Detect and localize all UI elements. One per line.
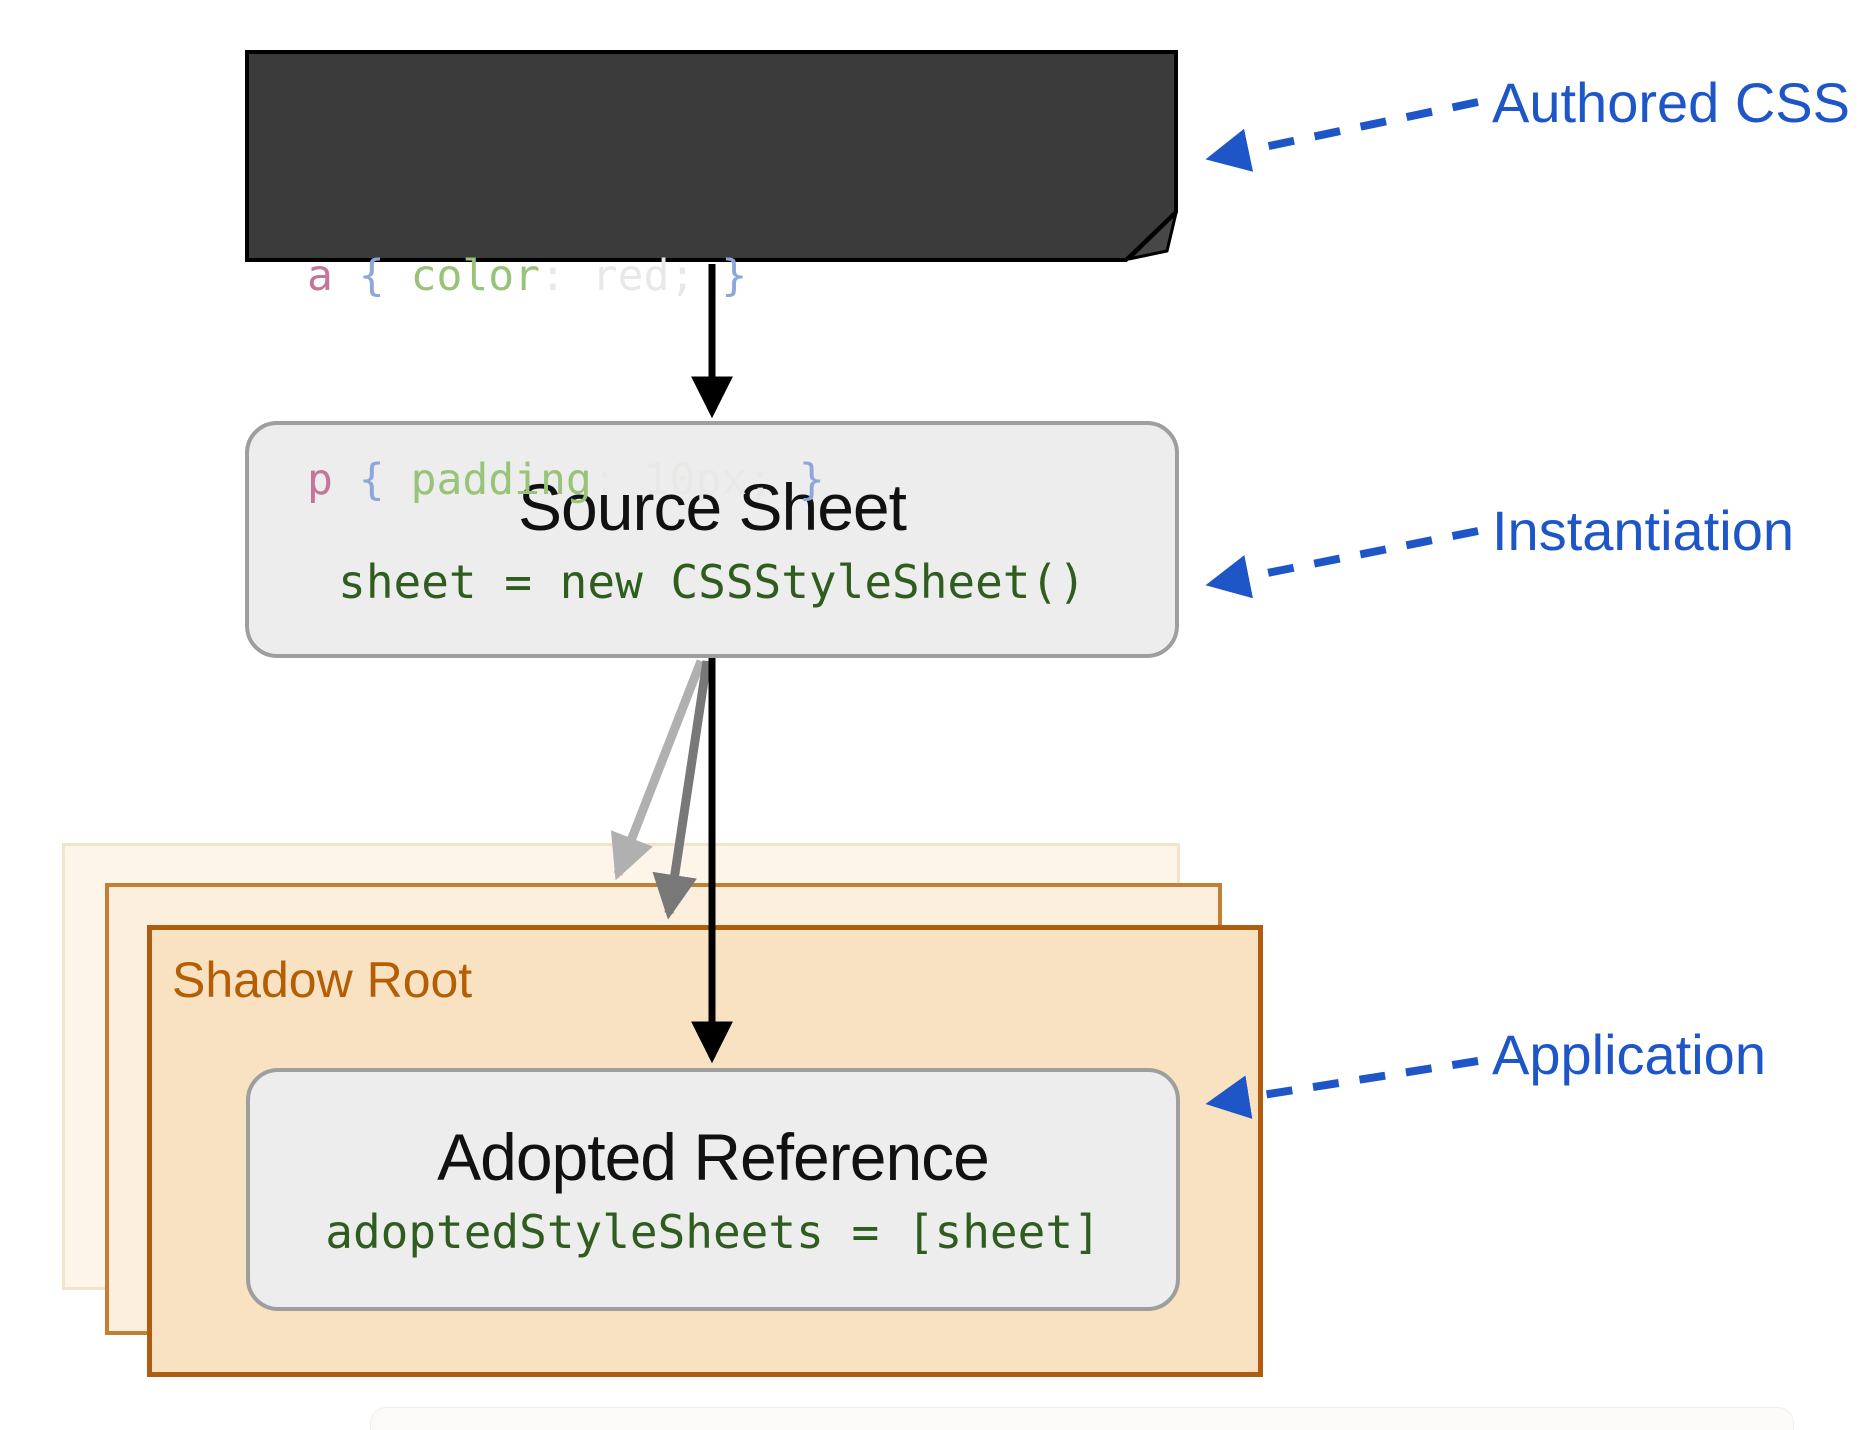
annotation-label-application: Application [1492,1023,1766,1086]
shadow-root-label: Shadow Root [172,952,473,1008]
cropped-next-element [370,1407,1794,1430]
css-selector: p [307,455,333,505]
css-rule-line: p { padding: 10px; } [307,446,825,514]
annotation-label-authored-css: Authored CSS [1492,71,1850,134]
source-sheet-code: sheet = new CSSStyleSheet() [338,554,1086,609]
css-open-brace: { [332,455,411,505]
authored-css-code: a { color: red; } p { padding: 10px; } [307,106,825,650]
css-value: : red; [540,251,722,301]
css-open-brace: { [332,251,411,301]
source-sheet-title: Source Sheet [518,469,907,544]
annotation-arrow-authored [1205,98,1479,172]
css-value: : 10px; [591,455,799,505]
page-fold-icon [1127,211,1178,261]
annotation-arrow-instantiation [1205,527,1479,599]
css-property: color [410,251,541,301]
css-rule-line: a { color: red; } [307,242,825,310]
css-property: padding [410,455,592,505]
css-close-brace: } [721,251,748,301]
source-sheet-box: Source Sheet sheet = new CSSStyleSheet() [245,421,1179,658]
adopted-reference-box: Adopted Reference adoptedStyleSheets = [… [246,1068,1180,1311]
css-close-brace: } [798,455,825,505]
adopted-reference-code: adoptedStyleSheets = [sheet] [325,1204,1101,1259]
annotation-label-instantiation: Instantiation [1492,499,1794,562]
adopted-reference-title: Adopted Reference [437,1119,990,1194]
css-selector: a [307,251,333,301]
